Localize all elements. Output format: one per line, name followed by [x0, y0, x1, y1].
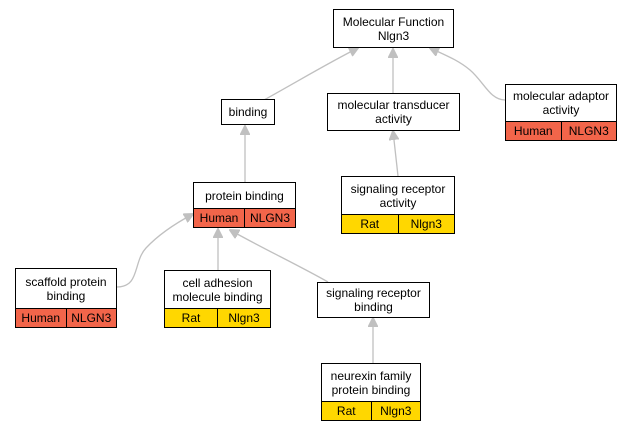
node-label: scaffold protein binding: [25, 274, 107, 303]
edge-adaptor-to-mf-root: [430, 48, 506, 101]
go-term-neurexin-family-protein-binding[interactable]: neurexin family protein binding Rat Nlgn…: [321, 363, 421, 421]
annotation-row: Rat Nlgn3: [322, 401, 420, 420]
node-label: signaling receptor binding: [326, 286, 421, 314]
go-term-protein-binding[interactable]: protein binding Human NLGN3: [193, 182, 296, 228]
node-label: molecular transducer activity: [337, 98, 450, 126]
annotation-row: Human NLGN3: [506, 121, 616, 140]
edge-binding-to-mf-root: [263, 48, 358, 101]
species-cell: Human: [506, 122, 561, 140]
annotation-row: Rat Nlgn3: [165, 308, 270, 327]
edge-scaffold-to-protein-binding: [116, 214, 193, 288]
gene-cell: NLGN3: [65, 309, 116, 327]
go-term-scaffold-protein-binding[interactable]: scaffold protein binding Human NLGN3: [15, 268, 117, 328]
species-cell: Rat: [165, 309, 217, 327]
go-term-molecular-function-root[interactable]: Molecular Function Nlgn3: [333, 9, 454, 48]
node-label: neurexin family protein binding: [330, 368, 412, 397]
edge-sr-activity-to-transducer: [393, 131, 398, 177]
annotation-row: Rat Nlgn3: [342, 214, 454, 233]
go-term-cell-adhesion-molecule-binding[interactable]: cell adhesion molecule binding Rat Nlgn3: [164, 270, 271, 328]
annotation-row: Human NLGN3: [16, 308, 116, 327]
go-term-signaling-receptor-activity[interactable]: signaling receptor activity Rat Nlgn3: [341, 176, 455, 234]
node-label: molecular adaptor activity: [512, 89, 610, 117]
gene-cell: NLGN3: [560, 122, 616, 140]
gene-cell: Nlgn3: [370, 402, 420, 420]
gene-cell: NLGN3: [244, 209, 295, 227]
species-cell: Human: [16, 309, 66, 327]
node-label: binding: [228, 105, 268, 119]
species-cell: Human: [194, 209, 244, 227]
go-term-molecular-adaptor-activity[interactable]: molecular adaptor activity Human NLGN3: [505, 84, 617, 141]
node-label: protein binding: [205, 188, 284, 203]
node-label: signaling receptor activity: [350, 181, 446, 210]
species-cell: Rat: [342, 215, 398, 233]
node-label: cell adhesion molecule binding: [172, 275, 263, 304]
annotation-row: Human NLGN3: [194, 208, 295, 227]
gene-cell: Nlgn3: [217, 309, 270, 327]
go-term-molecular-transducer-activity[interactable]: molecular transducer activity: [327, 93, 460, 131]
go-term-signaling-receptor-binding[interactable]: signaling receptor binding: [317, 282, 430, 318]
node-label: Molecular Function Nlgn3: [342, 14, 445, 43]
go-term-binding[interactable]: binding: [221, 99, 275, 125]
edge-sr-binding-to-protein-binding: [230, 230, 329, 283]
species-cell: Rat: [322, 402, 371, 420]
gene-cell: Nlgn3: [397, 215, 454, 233]
